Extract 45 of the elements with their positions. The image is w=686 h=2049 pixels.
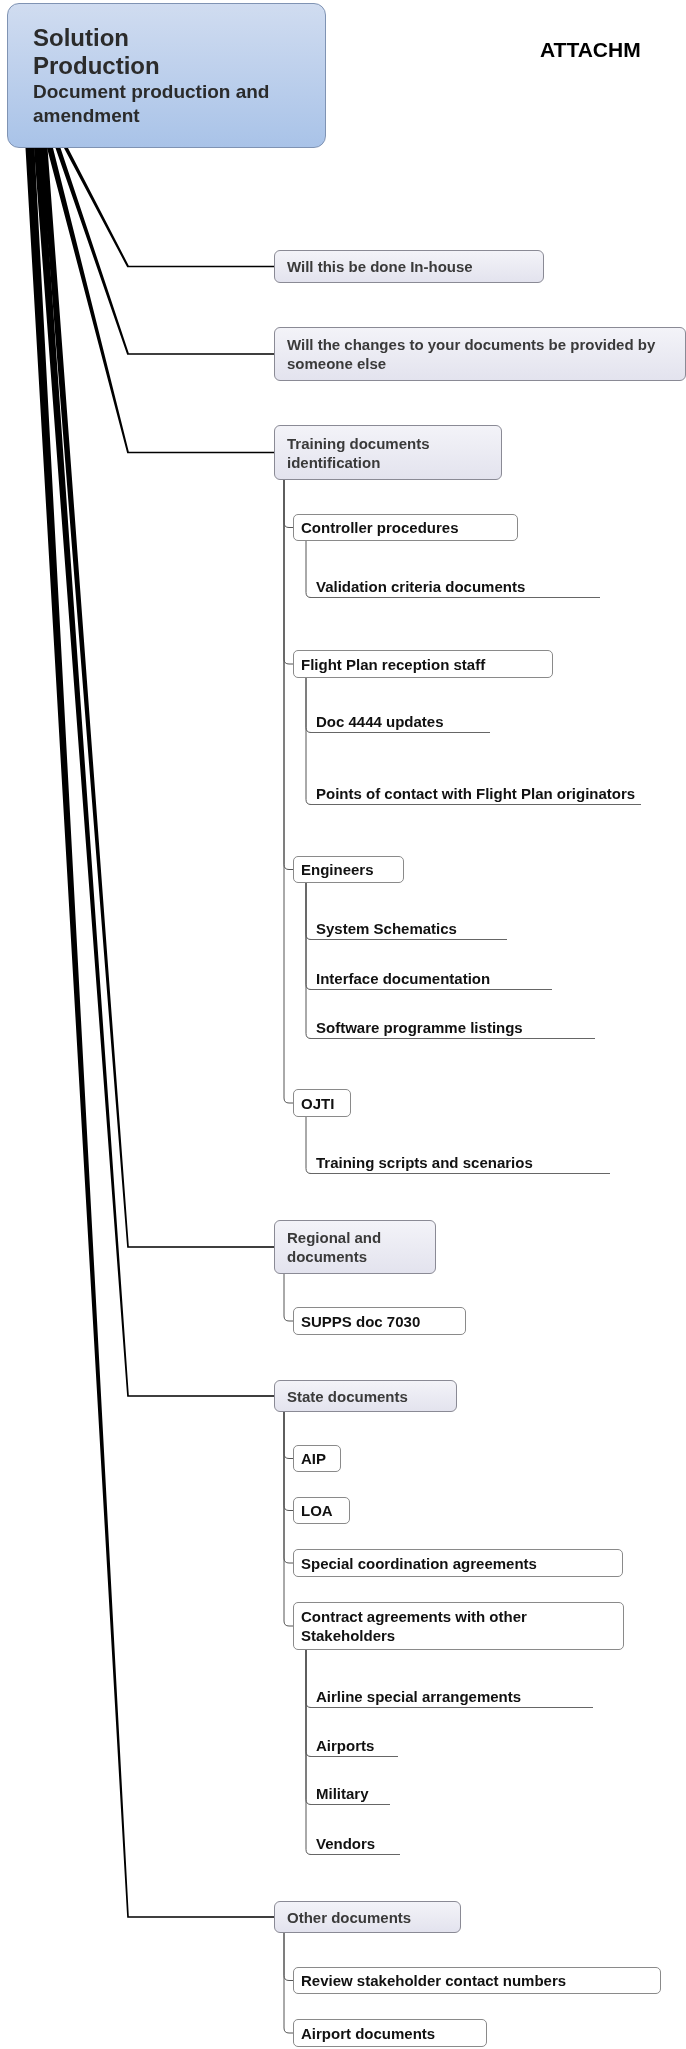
topic-box: Will this be done In-house (274, 250, 544, 283)
branch-line (283, 1273, 294, 1322)
subtopic-box: Engineers (293, 856, 404, 883)
branch-line (305, 677, 312, 805)
branch-line (64, 148, 274, 268)
subtopic-text: Validation criteria documents (310, 572, 600, 598)
topic-subheading: Document production and amendment (33, 79, 271, 128)
subtopic-text: Training scripts and scenarios (310, 1148, 610, 1174)
subtopic-box: SUPPS doc 7030 (293, 1307, 466, 1335)
subtopic-text: Interface documentation (310, 964, 552, 990)
central-topic-box (7, 3, 326, 148)
branch-line (305, 540, 312, 598)
topic-box: Will the changes to your documents be provided by someone else (274, 327, 686, 381)
branch-line (25, 148, 274, 1918)
topic-box: Training documents identification (274, 425, 502, 480)
topic-heading: Solution Production (33, 23, 161, 80)
topic-box: State documents (274, 1380, 457, 1412)
subtopic-box: LOA (293, 1497, 350, 1524)
branch-line (283, 1932, 294, 2034)
page-title: ATTACHM (540, 38, 641, 62)
branch-line (305, 882, 312, 1039)
subtopic-box: Contract agreements with other Stakeholders (293, 1602, 624, 1650)
subtopic-text: System Schematics (310, 914, 507, 940)
subtopic-box: Review stakeholder contact numbers (293, 1967, 661, 1994)
subtopic-text: Military (310, 1779, 390, 1805)
branch-line (55, 148, 274, 355)
subtopic-box: AIP (293, 1445, 341, 1472)
subtopic-box: OJTI (293, 1089, 351, 1117)
subtopic-text: Software programme listings (310, 1013, 595, 1039)
branch-line (47, 148, 274, 454)
subtopic-box: Flight Plan reception staff (293, 650, 553, 678)
subtopic-text: Doc 4444 updates (310, 707, 490, 733)
subtopic-text: Airline special arrangements (310, 1682, 593, 1708)
subtopic-box: Airport documents (293, 2019, 487, 2047)
subtopic-text: Vendors (310, 1829, 400, 1855)
branch-line (305, 1649, 312, 1855)
subtopic-text: Points of contact with Flight Plan originators (310, 759, 641, 805)
subtopic-box: Special coordination agreements (293, 1549, 623, 1577)
subtopic-box: Controller procedures (293, 514, 518, 541)
topic-box: Other documents (274, 1901, 461, 1933)
branch-line (283, 1411, 294, 1627)
branch-line (283, 479, 294, 1104)
branch-line (305, 1116, 312, 1174)
topic-box: Regional and documents (274, 1220, 436, 1274)
subtopic-text: Airports (310, 1731, 398, 1757)
